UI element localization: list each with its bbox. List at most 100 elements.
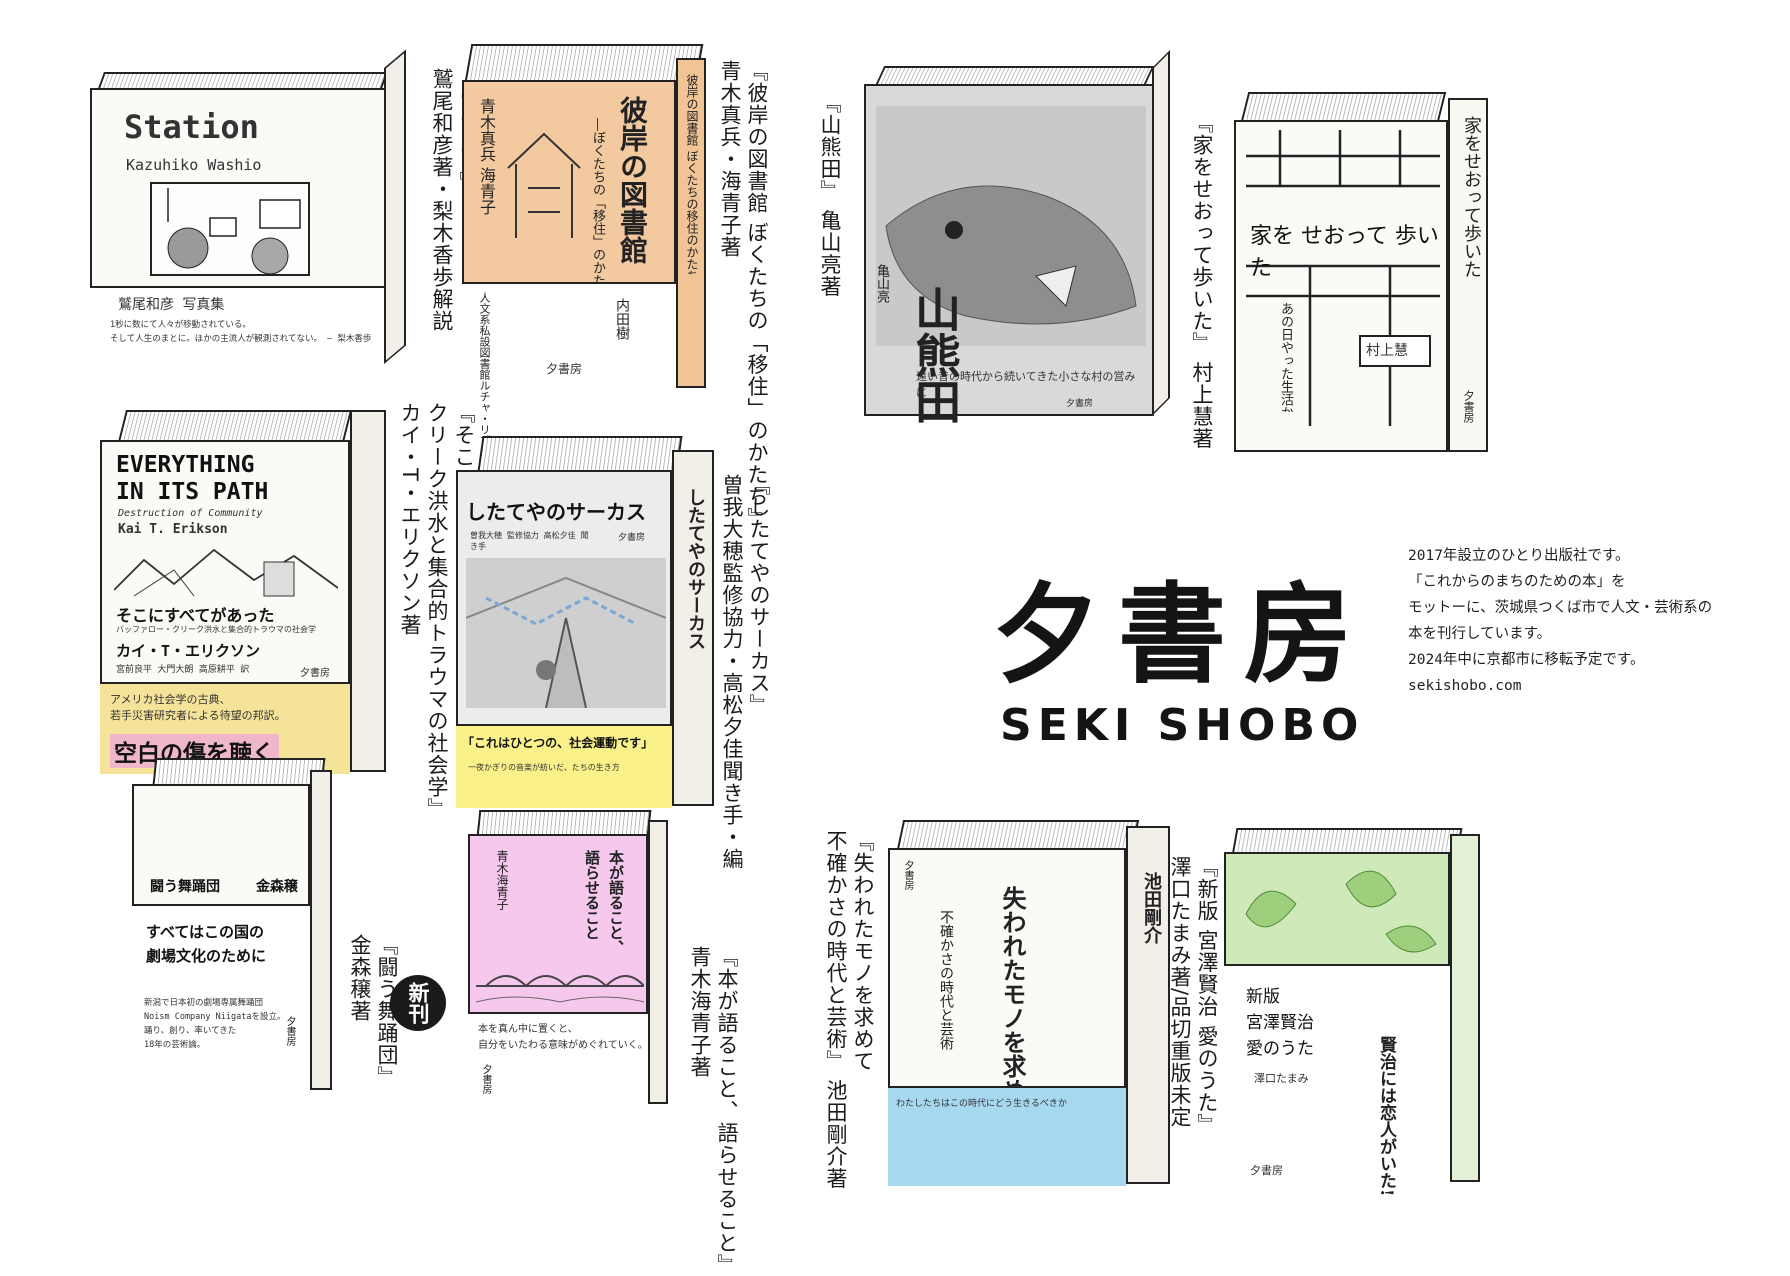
cover-subtitle-ja: バッファロー・クリーク洪水と集合的トラウマの社会学 [116,625,316,634]
band-text: わたしたちはこの時代にどう生きるべきか [896,1099,1067,1109]
cover-author: Kazuhiko Washio [126,156,262,174]
book-top-edge [152,758,326,784]
cover-subtitle: ―ぼくたちの「移住」のかたち [590,118,605,300]
caption: 『彼岸の図書館 ぼくたちの「移住」のかたち』 青木真兵・海青子著 [718,60,769,530]
bridge-sketch [476,975,644,1003]
spine-title: 彼岸の図書館 ぼくたちの移住のかたち [685,74,699,274]
band-note: 1秒に数にて人々が移動されている。 そして人生のまとに。ほかの主流人が観測されて… [110,320,372,344]
book-cover: EVERYTHING IN ITS PATH Destruction of Co… [100,440,350,774]
book-spine [1450,834,1480,1182]
caption: 『新版 宮澤賢治 愛のうた』 澤口たまみ著/品切重版未定 [1168,856,1219,1136]
cover-title: 闘う舞踊団 [150,879,220,895]
cover-author: 青木真兵 海青子 [477,98,496,216]
band-author: 内田樹 [614,298,630,340]
book-top-edge [476,810,652,836]
book-cover: 家を せおって 歩いた あの日やった生活からの脱出を試みるのではなく 村上慧 [1234,120,1448,452]
brand-logo-en: SEKI SHOBO [1000,700,1365,751]
book-spine [350,410,386,772]
cover-title: 家を せおって 歩いた [1250,224,1439,281]
translators: 宮前良平 大門大朗 高原耕平 訳 [116,665,250,675]
cover-author-ja: カイ・T・エリクソン [116,642,261,660]
website-link[interactable]: sekishobo.com [1408,678,1522,694]
cover-title: EVERYTHING IN ITS PATH [116,452,269,505]
spine-title: 家をせおって歩いた [1461,116,1482,278]
band-text: あの日やった生活からの脱出を試みるのではなく [1276,302,1295,412]
landscape-sketch [114,548,338,597]
band-text: 賢治には恋人がいた! [1376,1036,1396,1197]
publisher: 夕書房 [480,1064,491,1094]
book-cover: Station Kazuhiko Washio 鷲尾和彦 写真集 1秒に数にて人… [90,88,386,366]
about-line: 本を刊行しています。 [1408,626,1552,642]
book-spine [1152,50,1170,416]
band-text: 本を真ん中に置くと、 自分をいたわる意味がめぐれていく。 [478,1024,648,1051]
spine-author: 池田剛介 [1141,872,1162,944]
book-spine: したてやのサーカス [672,450,714,806]
caption: 『したてやのサーカス』 曽我大穂監修協力・高松夕佳聞き手・編 [720,474,771,870]
book-spine [310,770,332,1090]
about-line: モットーに、茨城県つくば市で人文・芸術系の [1408,600,1713,616]
house-sketch [507,132,581,238]
bear-photo-sketch [876,106,1146,346]
publisher: 夕書房 [284,1016,295,1046]
caption: 『本が語ること、語らせること』 青木海青子著 [688,946,739,1276]
book-spine: 彼岸の図書館 ぼくたちの移住のかたち [676,58,706,388]
cover-subtitle: Destruction of Community [118,508,263,519]
band-text: 遠い昔の時代から続いてきた小さな村の営みに [916,370,1136,399]
cover-title: 彼岸の図書館 [616,96,649,264]
cover-author: 亀山亮 [874,264,889,303]
book-spine: 池田剛介 [1126,826,1170,1184]
publisher: 夕書房 [300,668,330,679]
about-line: 2017年設立のひとり出版社です。 [1408,548,1630,564]
leaf-pattern [1226,854,1448,964]
caption: 『山熊田』 亀山亮著 [818,92,842,298]
cover-title: 本が語ること、 語らせること [583,850,625,955]
book-cover: 山熊田 亀山亮 遠い昔の時代から続いてきた小さな村の営みに 夕書房 [864,84,1154,424]
about-text: 2017年設立のひとり出版社です。 「これからのまちのための本」を モットーに、… [1408,543,1712,699]
publisher: 夕書房 [546,362,583,376]
book-top-edge [477,436,683,472]
cover-author-en: Kai T. Erikson [118,522,228,537]
new-badge: 新刊 [390,975,446,1031]
band-text: すべてはこの国の 劇場文化のために [146,923,267,965]
publisher: 夕書房 [902,860,913,890]
band-title: 鷲尾和彦 写真集 [118,297,225,313]
caption: 『家をせおって歩いた』 村上慧著 [1190,112,1214,450]
publisher: 夕書房 [618,533,646,543]
band-text: アメリカ社会学の古典、 若手災害研究者による待望の邦訳。 [110,693,286,722]
book-cover: 失われたモノを求めて 不確かさの時代と芸術 夕書房 わたしたちはこの時代にどう生… [888,848,1126,1186]
building-sketch [1246,130,1440,426]
cover-title: 失われたモノを求めて [998,886,1027,1126]
book-cover: 彼岸の図書館 ―ぼくたちの「移住」のかたち 青木真兵 海青子 人文系私設図書館ル… [462,80,676,457]
band-note: 一夜かぎりの音楽が紡いだ、たちの生き方 [468,763,620,772]
spine-title: したてやのサーカス [685,488,706,650]
book-cover: 本が語ること、 語らせること 青木海青子 本を真ん中に置くと、 自分をいたわる意… [468,834,648,1106]
publisher: 夕書房 [1462,390,1475,423]
book-top-edge [896,820,1140,850]
book-spine [384,49,406,365]
cover-title-ja: そこにすべてがあった [116,606,275,625]
band-text: 人文系私設図書館ルチャ・リブロ [478,292,491,457]
cover-author: 青木海青子 [495,850,509,910]
book-top-edge [118,410,352,442]
book-spine: 家をせおって歩いた 夕書房 [1448,98,1488,452]
cover-title: Station [124,108,259,146]
caption: 『失われたモノを求めて 不確かさの時代と芸術』 池田剛介著 [824,830,875,1190]
photo-sketch [150,182,310,276]
circus-tent-sketch [466,558,666,708]
brand-logo-ja: 夕書房 [992,572,1371,698]
book-spine [648,820,668,1104]
book-cover: 新版 宮澤賢治 愛のうた 澤口たまみ 賢治には恋人がいた! 夕書房 [1224,852,1450,1196]
cover-title: したてやのサーカス [466,500,646,524]
band-note: 新潟で日本初の劇場専属舞踊団 Noism Company Niigataを設立。… [144,998,286,1050]
book-top-edge [464,44,704,82]
about-line: 「これからのまちのための本」を [1408,574,1626,590]
about-line: 2024年中に京都市に移転予定です。 [1408,652,1645,668]
cover-author: 曽我大穂 監修協力 高松夕佳 聞き手 [470,531,589,551]
band-text: 「これはひとつの、社会運動です」 [462,736,654,750]
publisher: 夕書房 [1250,1164,1283,1177]
publisher: 夕書房 [1066,399,1094,409]
cover-author: 澤口たまみ [1254,1072,1309,1085]
book-cover: したてやのサーカス 曽我大穂 監修協力 高松夕佳 聞き手 夕書房 「これはひとつ… [456,470,672,808]
cover-title: 山熊田 [908,286,962,424]
cover-title: 新版 宮澤賢治 愛のうた [1246,987,1314,1059]
